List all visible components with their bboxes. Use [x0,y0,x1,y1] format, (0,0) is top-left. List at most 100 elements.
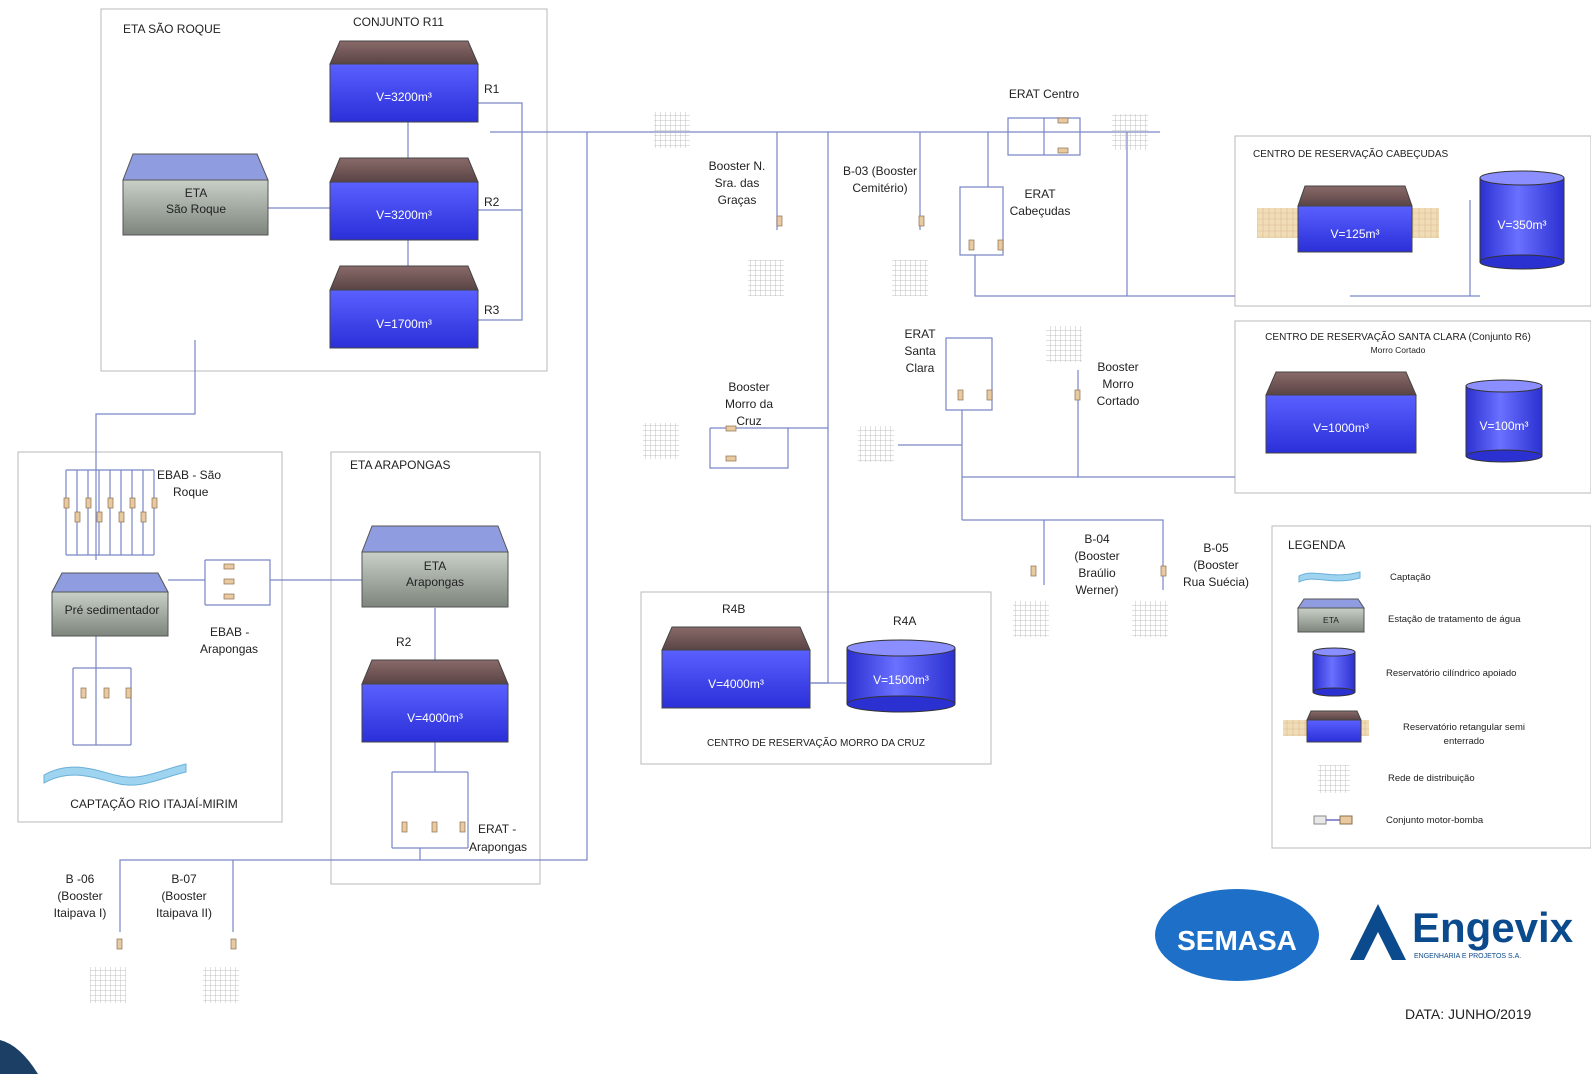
svg-text:Cruz: Cruz [736,414,761,428]
erat-arapongas-line2: Arapongas [469,840,527,854]
erat-santa-clara-label: ERAT Santa Clara [904,327,936,375]
reservoir-r4b: V=4000m³ [661,626,811,709]
svg-text:Cortado: Cortado [1097,394,1140,408]
svg-text:B -06: B -06 [66,872,95,886]
r2-label: R2 [484,195,500,209]
santa-clara-vol1: V=1000m³ [1313,421,1369,435]
legend-captacao-icon [1298,571,1361,583]
reservoir-santa-clara-rect: V=1000m³ [1265,371,1417,454]
conjunto-r11-label: CONJUNTO R11 [353,15,444,29]
svg-text:Booster: Booster [1097,360,1138,374]
engevix-logo: Engevix ENGENHARIA E PROJETOS S.A. [1350,904,1574,960]
ebab-arapongas-line1: EBAB - [210,625,249,639]
legend-eta-icon-text: ETA [1323,615,1339,625]
svg-text:Clara: Clara [906,361,935,375]
eta-arapongas-line1: ETA [424,559,446,573]
eta-arapongas-box [330,451,541,885]
captacao-label: CAPTAÇÃO RIO ITAJAÍ-MIRIM [70,796,238,811]
eta-sao-roque-building: ETA São Roque [122,153,269,236]
legend-semi-icon [1283,710,1369,743]
svg-text:Graças: Graças [718,193,757,207]
pump-icons [63,117,1167,950]
svg-text:Cabeçudas: Cabeçudas [1010,204,1071,218]
erat-arapongas-line1: ERAT - [478,822,516,836]
svg-text:Booster: Booster [728,380,769,394]
svg-text:B-05: B-05 [1203,541,1229,555]
r2-volume: V=3200m³ [376,208,432,222]
erat-centro-label: ERAT Centro [1009,87,1080,101]
morro-da-cruz-box [640,591,992,765]
morro-da-cruz-title: CENTRO DE RESERVAÇÃO MORRO DA CRUZ [707,736,925,749]
legend-box [1271,525,1591,849]
engevix-logo-text: Engevix [1412,904,1574,951]
legend-item-eta: Estação de tratamento de água [1388,614,1521,625]
date-label: DATA: JUNHO/2019 [1405,1006,1532,1022]
legend-pump-icon [1313,815,1353,825]
r3-volume: V=1700m³ [376,317,432,331]
legend-grid-icon [1318,765,1350,793]
legend-item-grid: Rede de distribuição [1388,773,1475,784]
cabecudas-vol2: V=350m³ [1497,218,1546,232]
svg-text:ERAT: ERAT [904,327,936,341]
svg-text:Santa: Santa [904,344,936,358]
booster-morro-cruz-label: Booster Morro da Cruz [725,380,773,428]
svg-text:Morro: Morro [1102,377,1134,391]
reservoir-r4a: V=1500m³ [846,639,956,713]
svg-text:B-07: B-07 [171,872,197,886]
booster-b07-label: B-07 (Booster Itaipava II) [156,872,212,920]
ebab-box [17,451,283,823]
svg-text:(Booster: (Booster [57,889,102,903]
eta-arapongas-building: ETA Arapongas [361,525,509,608]
reservoir-r2: V=3200m³ [329,157,479,241]
pre-sedimentador: Pré sedimentador [51,572,169,637]
eta-arapongas-r2-label: R2 [396,635,412,649]
legend-eta-icon: ETA [1297,598,1365,633]
booster-b03-label: B-03 (Booster Cemitério) [843,164,917,195]
ebab-arapongas-line2: Arapongas [200,642,258,656]
booster-b05-label: B-05 (Booster Rua Suécia) [1183,541,1249,589]
arapongas-r2-volume: V=4000m³ [407,711,463,725]
r4b-label: R4B [722,602,745,616]
svg-text:Itaipava I): Itaipava I) [54,906,107,920]
santa-clara-title: CENTRO DE RESERVAÇÃO SANTA CLARA (Conjun… [1265,330,1531,343]
legend-item-semi-1: Reservatório retangular semi [1403,722,1525,733]
eta-sao-roque-box [100,8,548,372]
svg-text:(Booster: (Booster [161,889,206,903]
cabecudas-vol1: V=125m³ [1330,227,1379,241]
svg-text:B-03 (Booster: B-03 (Booster [843,164,917,178]
booster-b06-label: B -06 (Booster Itaipava I) [54,872,107,920]
svg-text:(Booster: (Booster [1193,558,1238,572]
svg-text:Cemitério): Cemitério) [852,181,907,195]
svg-text:Rua Suécia): Rua Suécia) [1183,575,1249,589]
svg-text:Itaipava II): Itaipava II) [156,906,212,920]
svg-text:Braúlio: Braúlio [1078,566,1116,580]
r4a-volume: V=1500m³ [873,673,929,687]
distribution-grids [90,112,1168,1003]
reservoir-r3: V=1700m³ [329,265,479,349]
svg-text:Morro da: Morro da [725,397,773,411]
santa-clara-subtitle: Morro Cortado [1371,345,1426,355]
reservoir-santa-clara-cyl: V=100m³ [1465,379,1543,463]
svg-text:ERAT: ERAT [1024,187,1056,201]
r1-label: R1 [484,82,500,96]
cabecudas-box [1234,135,1591,307]
eta-sao-roque-line2: São Roque [166,202,226,216]
legend-item-semi-2: enterrado [1444,736,1485,747]
eta-arapongas-title: ETA ARAPONGAS [350,458,450,472]
semasa-logo: SEMASA [1155,889,1319,981]
svg-text:Sra. das: Sra. das [715,176,760,190]
river-captacao-icon [43,763,187,786]
engevix-logo-subtitle: ENGENHARIA E PROJETOS S.A. [1414,953,1521,960]
corner-decoration [0,1040,38,1074]
r1-volume: V=3200m³ [376,90,432,104]
cabecudas-title: CENTRO DE RESERVAÇÃO CABEÇUDAS [1253,147,1449,160]
booster-morro-cortado-label: Booster Morro Cortado [1097,360,1140,408]
svg-text:Booster N.: Booster N. [709,159,766,173]
eta-sao-roque-title: ETA SÃO ROQUE [123,22,221,36]
r4a-label: R4A [893,614,916,628]
santa-clara-vol2: V=100m³ [1479,419,1528,433]
svg-text:B-04: B-04 [1084,532,1110,546]
booster-graca-label: Booster N. Sra. das Graças [709,159,766,207]
eta-sao-roque-line1: ETA [185,186,207,200]
